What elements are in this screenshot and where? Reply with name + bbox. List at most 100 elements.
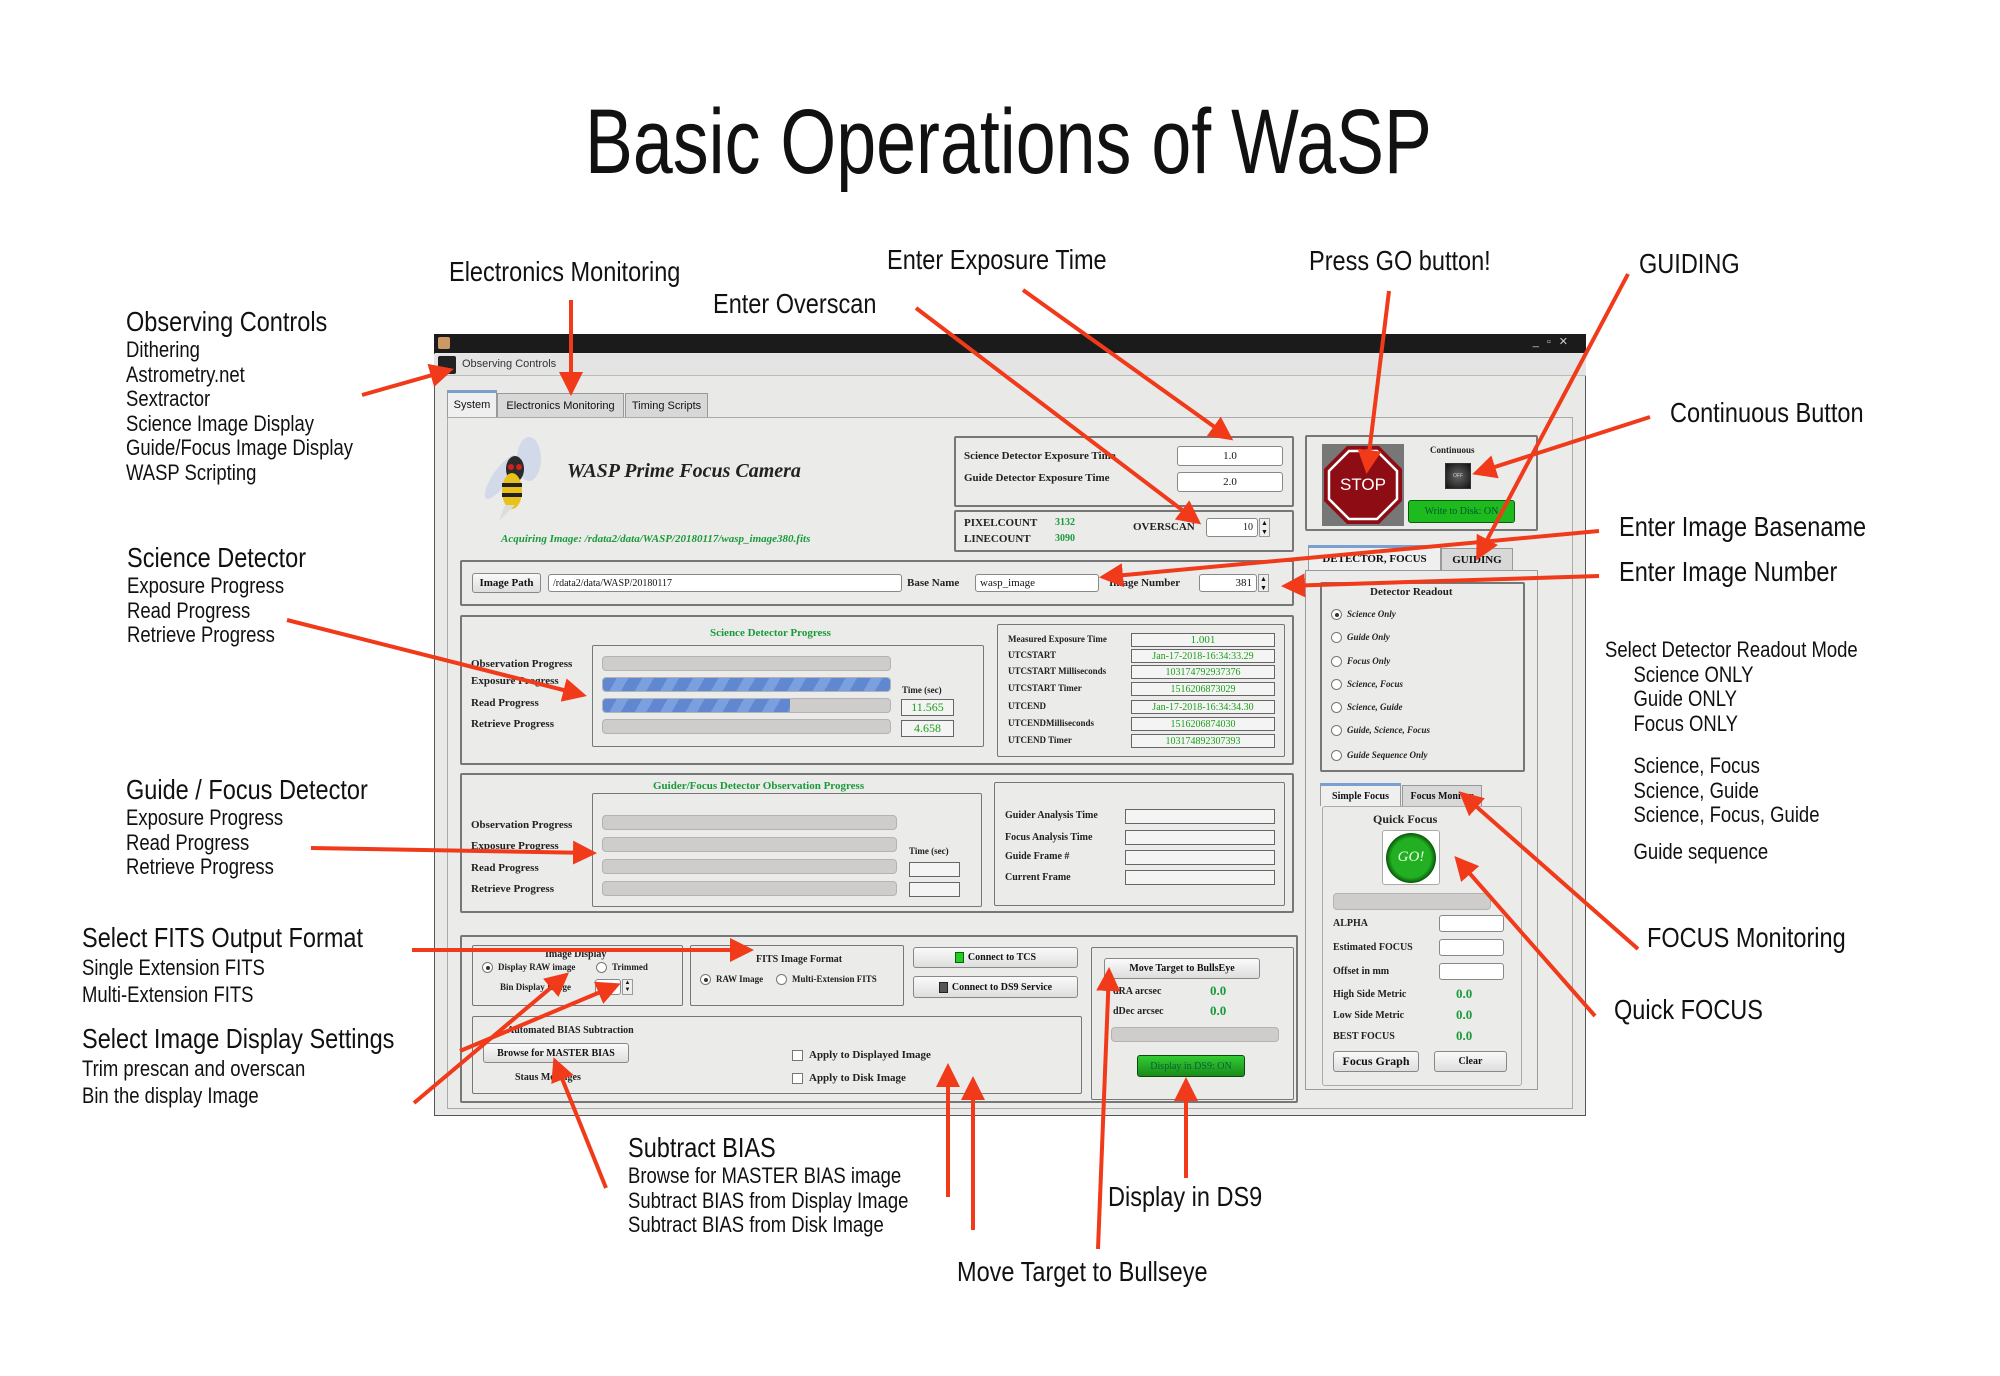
pixelcount-label: PIXELCOUNT bbox=[964, 517, 1038, 529]
metric-label: BEST FOCUS bbox=[1333, 1031, 1395, 1042]
base-name-input[interactable]: wasp_image bbox=[975, 574, 1099, 592]
image-path-button[interactable]: Image Path bbox=[472, 573, 541, 593]
guide-exposure-input[interactable]: 2.0 bbox=[1177, 472, 1283, 492]
science-exposure-input[interactable]: 1.0 bbox=[1177, 446, 1283, 466]
annotation-display-ds9: Display in DS9 bbox=[1108, 1181, 1263, 1212]
linecount-label: LINECOUNT bbox=[964, 533, 1031, 545]
arrow-science-detector bbox=[286, 618, 587, 702]
guider-progress-panel bbox=[460, 773, 1294, 913]
focus-analysis-time-value bbox=[1125, 830, 1275, 845]
overscan-input[interactable]: 10 bbox=[1206, 518, 1258, 537]
write-to-disk-toggle[interactable]: Write to Disk: ON bbox=[1408, 500, 1515, 523]
guider-retrieve-progress-bar bbox=[602, 881, 897, 896]
tab-timing-scripts[interactable]: Timing Scripts bbox=[625, 393, 708, 417]
annotation-subtract-bias: Subtract BIAS Browse for MASTER BIAS ima… bbox=[628, 1132, 908, 1238]
trimmed-radio[interactable]: Trimmed bbox=[596, 962, 648, 974]
metric-label: High Side Metric bbox=[1333, 989, 1407, 1000]
dra-value: 0.0 bbox=[1210, 983, 1227, 998]
info-value: 1.001 bbox=[1131, 633, 1275, 647]
bin-display-spinner[interactable]: ▲▼ bbox=[622, 979, 633, 995]
display-raw-radio[interactable]: Display RAW image bbox=[482, 962, 575, 974]
guider-observation-progress-bar bbox=[602, 815, 897, 830]
focus-field-label: Offset in mm bbox=[1333, 966, 1390, 977]
image-display-title: Image Display bbox=[545, 949, 607, 960]
readout-option-guide-only[interactable]: Guide Only bbox=[1331, 632, 1390, 644]
annotation-readout-mode: Select Detector Readout Mode Science ONL… bbox=[1605, 637, 1858, 864]
continuous-label: Continuous bbox=[1430, 445, 1475, 455]
continuous-toggle[interactable]: OFF bbox=[1445, 463, 1471, 489]
raw-image-radio[interactable]: RAW Image bbox=[700, 974, 763, 986]
annotation-item: Astrometry.net bbox=[126, 361, 245, 387]
annotation-basename: Enter Image Basename bbox=[1619, 511, 1867, 542]
science-observation-progress-bar bbox=[602, 656, 891, 671]
retrieve-time-value: 4.658 bbox=[901, 720, 954, 737]
annotation-item: Trim prescan and overscan bbox=[82, 1056, 306, 1081]
info-label: Measured Exposure Time bbox=[1008, 634, 1107, 644]
guider-info-label: Current Frame bbox=[1005, 872, 1071, 883]
annotation-item: WASP Scripting bbox=[126, 459, 257, 485]
science-retrieve-progress-bar bbox=[602, 719, 891, 734]
stop-label: STOP bbox=[1340, 475, 1386, 494]
page-title: Basic Operations of WaSP bbox=[585, 91, 1432, 193]
internal-frame-header: Observing Controls bbox=[434, 354, 1586, 376]
annotation-item: Science, Guide bbox=[1633, 777, 1759, 803]
clear-button[interactable]: Clear bbox=[1434, 1051, 1507, 1072]
connect-ds9-button[interactable]: Connect to DS9 Service bbox=[913, 976, 1078, 998]
estimated-focus-input[interactable] bbox=[1439, 939, 1504, 956]
tab-simple-focus[interactable]: Simple Focus bbox=[1320, 783, 1401, 806]
display-ds9-toggle[interactable]: Display in DS9: ON bbox=[1137, 1055, 1245, 1077]
arrow-exposure-time bbox=[1021, 288, 1234, 441]
readout-option-focus-only[interactable]: Focus Only bbox=[1331, 656, 1390, 668]
science-exposure-progress-bar bbox=[602, 677, 891, 692]
guider-read-time-value bbox=[909, 862, 960, 877]
stop-sign-icon bbox=[1324, 446, 1402, 524]
image-number-label: Image Number bbox=[1109, 577, 1181, 589]
annotation-science-detector: Science Detector Exposure Progress Read … bbox=[127, 542, 306, 648]
image-number-input[interactable]: 381 bbox=[1199, 574, 1257, 592]
ddec-value: 0.0 bbox=[1210, 1003, 1227, 1018]
stop-button[interactable]: STOP bbox=[1322, 444, 1404, 526]
readout-option-science-focus[interactable]: Science, Focus bbox=[1331, 679, 1403, 691]
apply-displayed-checkbox[interactable]: Apply to Displayed Image bbox=[792, 1049, 931, 1061]
annotation-item: Guide ONLY bbox=[1633, 686, 1737, 711]
focus-graph-button[interactable]: Focus Graph bbox=[1333, 1051, 1419, 1072]
quick-focus-go-button[interactable]: GO! bbox=[1382, 830, 1440, 885]
readout-option-guide-science-focus[interactable]: Guide, Science, Focus bbox=[1331, 725, 1430, 737]
arrow-browse-bias bbox=[551, 1057, 608, 1189]
info-value: Jan-17-2018-16:34:34.30 bbox=[1131, 700, 1275, 714]
science-bars-box bbox=[592, 645, 984, 747]
wasp-logo-icon bbox=[484, 437, 541, 521]
alpha-input[interactable] bbox=[1439, 915, 1504, 932]
progress-label: Read Progress bbox=[471, 697, 539, 709]
connect-tcs-button[interactable]: Connect to TCS bbox=[913, 947, 1078, 968]
quick-focus-title: Quick Focus bbox=[1373, 812, 1438, 826]
offset-mm-input[interactable] bbox=[1439, 963, 1504, 980]
base-name-label: Base Name bbox=[907, 577, 960, 589]
annotation-item: Single Extension FITS bbox=[82, 955, 265, 980]
overscan-spinner[interactable]: ▲▼ bbox=[1259, 518, 1270, 537]
guider-exposure-progress-bar bbox=[602, 837, 897, 852]
fits-format-title: FITS Image Format bbox=[756, 954, 843, 965]
info-label: UTCSTART Milliseconds bbox=[1008, 666, 1107, 676]
annotation-electronics: Electronics Monitoring bbox=[449, 256, 681, 287]
arrow-guiding bbox=[1476, 273, 1630, 561]
science-exposure-label: Science Detector Exposure Time bbox=[964, 450, 1116, 462]
image-number-spinner[interactable]: ▲▼ bbox=[1258, 574, 1269, 592]
multi-extension-radio[interactable]: Multi-Extension FITS bbox=[776, 974, 877, 986]
readout-option-science-only[interactable]: Science Only bbox=[1331, 609, 1396, 621]
image-path-input[interactable]: /rdata2/data/WASP/20180117 bbox=[548, 574, 902, 592]
annotation-item: Read Progress bbox=[126, 829, 250, 855]
apply-disk-checkbox[interactable]: Apply to Disk Image bbox=[792, 1072, 906, 1084]
tab-system[interactable]: System bbox=[447, 390, 497, 417]
info-value: 103174892307393 bbox=[1131, 734, 1275, 748]
annotation-continuous: Continuous Button bbox=[1670, 397, 1864, 428]
annotation-item: Subtract BIAS from Display Image bbox=[628, 1187, 909, 1213]
window-controls-icon[interactable]: _▫✕ bbox=[1532, 336, 1576, 348]
annotation-item: Multi-Extension FITS bbox=[82, 982, 254, 1007]
pixelcount-value: 3132 bbox=[1055, 517, 1075, 528]
readout-option-science-guide[interactable]: Science, Guide bbox=[1331, 702, 1403, 714]
arrow-guide-detector bbox=[310, 840, 597, 865]
current-frame-value bbox=[1125, 870, 1275, 885]
readout-option-guide-sequence[interactable]: Guide Sequence Only bbox=[1331, 750, 1428, 762]
